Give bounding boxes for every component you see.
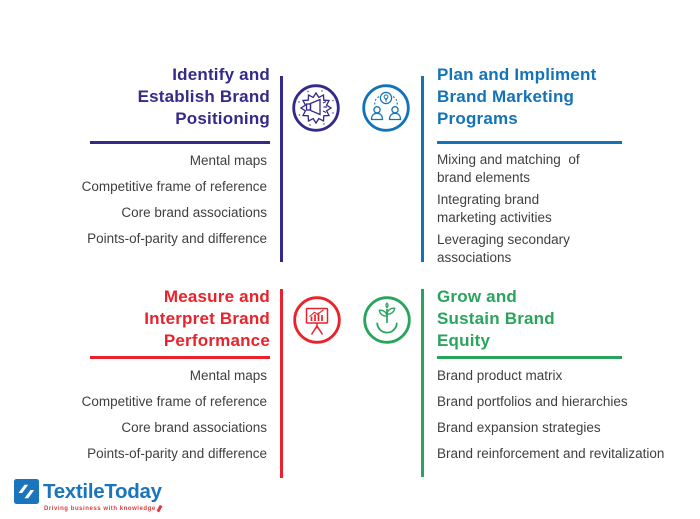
measure-title-line: Interpret Brand	[144, 309, 270, 328]
logo-tagline: Driving business with knowledge	[44, 504, 162, 513]
list-item: Leveraging secondary associations	[437, 231, 580, 267]
brand-logo: TextileToday Driving business with knowl…	[14, 479, 162, 513]
measure-divider-line	[280, 289, 283, 478]
grow-title-line: Sustain Brand	[437, 309, 555, 328]
identify-title-line: Positioning	[175, 109, 270, 128]
list-item-line: Integrating brand	[437, 192, 540, 207]
plan-title-line: Plan and Impliment	[437, 65, 597, 84]
plan-title-line: Brand Marketing	[437, 87, 575, 106]
list-item-line: Leveraging secondary	[437, 232, 570, 247]
grow-title-line: Equity	[437, 331, 491, 350]
team-idea-icon	[362, 84, 410, 132]
identify-title-line: Establish Brand	[137, 87, 270, 106]
list-item: Competitive frame of reference	[81, 179, 267, 194]
measure-item-list: Mental maps Competitive frame of referen…	[82, 368, 267, 472]
identify-title: Identify and Establish Brand Positioning	[138, 64, 270, 130]
list-item: Mixing and matching of brand elements	[437, 151, 580, 187]
list-item: Points-of-parity and difference	[87, 231, 267, 246]
measure-title: Measure and Interpret Brand Performance	[144, 286, 270, 352]
list-item: Brand portfolios and hierarchies	[437, 394, 628, 409]
plan-title: Plan and Impliment Brand Marketing Progr…	[437, 64, 596, 130]
textiletoday-mark-icon	[14, 479, 39, 504]
measure-title-rule	[90, 356, 270, 359]
growth-plant-icon	[363, 296, 411, 344]
list-item: Brand expansion strategies	[437, 420, 601, 435]
list-item: Mental maps	[189, 153, 267, 168]
logo-name: TextileToday	[43, 480, 162, 503]
list-item: Points-of-parity and difference	[87, 446, 267, 461]
logo-tagline-text: Driving business with knowledge	[44, 506, 156, 513]
list-item-line: associations	[437, 250, 512, 265]
identify-title-line: Identify and	[172, 65, 270, 84]
identify-item-list: Mental maps Competitive frame of referen…	[82, 153, 267, 257]
plan-divider-line	[421, 76, 424, 262]
list-item-line: Mixing and matching of	[437, 152, 580, 167]
list-item: Integrating brand marketing activities	[437, 191, 580, 227]
list-item-line: brand elements	[437, 170, 531, 185]
list-item: Competitive frame of reference	[81, 394, 267, 409]
measure-title-line: Measure and	[163, 287, 270, 306]
identify-title-rule	[90, 141, 270, 144]
grow-title-rule	[437, 356, 622, 359]
plan-title-line: Programs	[437, 109, 518, 128]
list-item: Mental maps	[189, 368, 267, 383]
list-item: Brand product matrix	[437, 368, 563, 383]
megaphone-burst-icon	[292, 84, 340, 132]
list-item-line: marketing activities	[437, 210, 552, 225]
grow-divider-line	[421, 289, 424, 477]
list-item: Brand reinforcement and revitalization	[437, 446, 665, 461]
measure-title-line: Performance	[163, 331, 270, 350]
tagline-slash-icon	[156, 504, 162, 513]
identify-divider-line	[280, 76, 283, 262]
plan-title-rule	[437, 141, 622, 144]
plan-item-list: Mixing and matching of brand elements In…	[437, 151, 580, 271]
list-item: Core brand associations	[121, 205, 267, 220]
grow-title: Grow and Sustain Brand Equity	[437, 286, 555, 352]
presentation-chart-icon	[293, 296, 341, 344]
grow-item-list: Brand product matrix Brand portfolios an…	[437, 368, 664, 472]
grow-title-line: Grow and	[437, 287, 517, 306]
list-item: Core brand associations	[121, 420, 267, 435]
